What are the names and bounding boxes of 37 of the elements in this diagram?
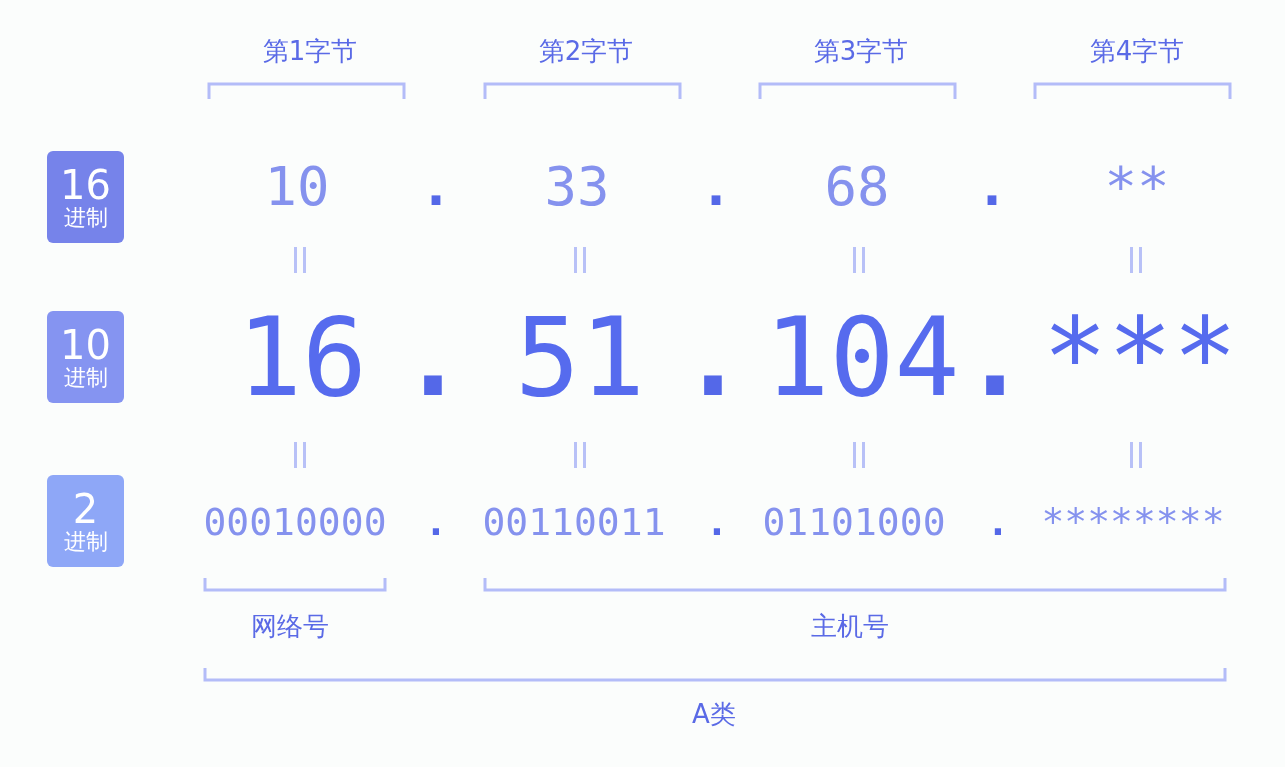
base-caption: 进制 — [63, 531, 108, 553]
dot-separator: . — [962, 304, 1028, 412]
hex-value: 33 — [544, 160, 610, 214]
dot-separator: . — [419, 160, 453, 214]
binary-value: 01101000 — [762, 503, 946, 541]
base-number: 2 — [72, 489, 99, 529]
host-part-label: 主机号 — [811, 613, 889, 639]
binary-value: 00010000 — [203, 503, 387, 541]
column-heading: 第3字节 — [813, 38, 909, 64]
base-caption: 进制 — [63, 367, 108, 389]
hex-value: 68 — [824, 160, 890, 214]
hex-value: 10 — [264, 160, 330, 214]
base-badge — [47, 311, 124, 403]
dot-separator: . — [699, 160, 733, 214]
column-heading: 第2字节 — [538, 38, 634, 64]
dot-separator: . — [400, 304, 466, 412]
decimal-value: 16 — [237, 304, 367, 412]
dot-separator: . — [705, 503, 729, 541]
binary-value: ******** — [1041, 503, 1225, 541]
decimal-value: 51 — [515, 304, 645, 412]
base-badge — [47, 475, 124, 567]
address-class-label: A类 — [692, 701, 736, 727]
base-badge — [47, 151, 124, 243]
dot-separator: . — [975, 160, 1009, 214]
decimal-value: *** — [1042, 304, 1238, 412]
base-number: 10 — [60, 325, 111, 365]
dot-separator: . — [424, 503, 448, 541]
dot-separator: . — [986, 503, 1010, 541]
network-part-label: 网络号 — [251, 613, 329, 639]
dot-separator: . — [680, 304, 746, 412]
decimal-value: 104 — [764, 304, 960, 412]
base-caption: 进制 — [63, 207, 108, 229]
binary-value: 00110011 — [482, 503, 666, 541]
column-heading: 第1字节 — [262, 38, 358, 64]
hex-value: ** — [1104, 160, 1170, 214]
base-number: 16 — [60, 165, 111, 205]
column-heading: 第4字节 — [1089, 38, 1185, 64]
